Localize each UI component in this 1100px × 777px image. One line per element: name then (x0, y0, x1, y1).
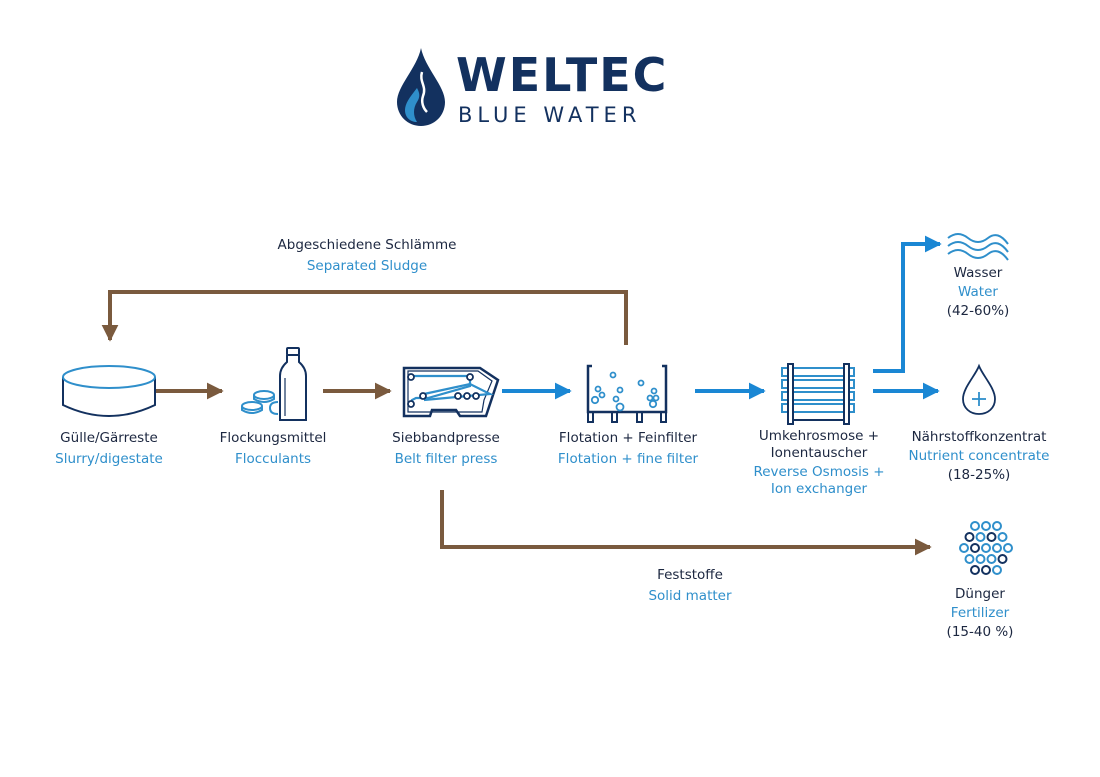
output-nutrient: Nährstoffkonzentrat Nutrient concentrate… (909, 428, 1050, 485)
step-reverse-osmosis: Umkehrosmose + Ionentauscher Reverse Osm… (753, 428, 884, 498)
water-drop-icon (397, 48, 445, 126)
step-belt-press: Siebbandpresse Belt filter press (392, 428, 500, 470)
drop-plus-icon (962, 363, 996, 415)
flow-sludge-label: Abgeschiedene Schlämme Separated Sludge (278, 235, 457, 277)
step-ro-en: Reverse Osmosis + (753, 464, 885, 480)
step-flocculants-de: Flockungsmittel (219, 430, 327, 446)
tank-icon (62, 365, 156, 417)
flow-solids-de: Feststoffe (657, 567, 723, 583)
output-water-en: Water (958, 284, 998, 300)
granules-icon (959, 521, 1013, 575)
step-belt-press-de: Siebbandpresse (392, 430, 500, 446)
step-flotation-en: Flotation + fine filter (557, 451, 699, 467)
flow-arrow-ro-to-water (873, 235, 942, 373)
granule-ring (975, 554, 986, 564)
output-water-share: (42-60%) (946, 303, 1010, 319)
output-water: Wasser Water (42-60%) (947, 264, 1010, 321)
granule-ring (997, 554, 1008, 564)
granule-ring (986, 532, 997, 542)
step-flocculants: Flockungsmittel Flocculants (220, 428, 327, 470)
output-nutrient-share: (18-25%) (947, 467, 1011, 483)
logo-tagline: BLUE WATER (458, 103, 642, 127)
step-ro-de: Umkehrosmose + (758, 428, 880, 444)
step-flotation: Flotation + Feinfilter Flotation + fine … (558, 428, 698, 470)
flow-solids-label: Feststoffe Solid matter (648, 565, 731, 607)
step-ro-en2: Ion exchanger (770, 481, 868, 497)
membrane-module-icon (781, 363, 855, 425)
output-nutrient-de: Nährstoffkonzentrat (911, 429, 1047, 445)
step-slurry-en: Slurry/digestate (55, 451, 163, 467)
water-waves-icon (947, 233, 1009, 261)
granule-ring (970, 521, 980, 531)
flow-solids-en: Solid matter (648, 588, 732, 604)
flotation-tank-icon (586, 364, 668, 423)
granule-ring (986, 554, 997, 564)
granule-ring (970, 543, 980, 553)
granule-ring (964, 532, 975, 542)
step-flocculants-en: Flocculants (234, 451, 312, 467)
output-fertilizer-de: Dünger (955, 586, 1005, 602)
solids-arrow (440, 490, 932, 556)
output-fertilizer-share: (15-40 %) (946, 624, 1014, 640)
step-slurry: Gülle/Gärreste Slurry/digestate (55, 428, 163, 470)
output-fertilizer: Dünger Fertilizer (15-40 %) (947, 585, 1014, 642)
step-belt-press-en: Belt filter press (394, 451, 498, 467)
granule-ring (992, 565, 1002, 575)
granule-ring (992, 543, 1002, 553)
granule-ring (970, 565, 980, 575)
bottle-tablets-icon (241, 347, 307, 421)
sludge-return-arrow (101, 290, 628, 345)
flow-sludge-de: Abgeschiedene Schlämme (277, 237, 457, 253)
output-fertilizer-en: Fertilizer (950, 605, 1010, 621)
granule-ring (975, 532, 986, 542)
step-slurry-de: Gülle/Gärreste (60, 430, 158, 446)
logo-brand: WELTEC (456, 48, 669, 102)
output-nutrient-en: Nutrient concentrate (908, 448, 1050, 464)
output-water-de: Wasser (953, 265, 1003, 281)
flow-sludge-en: Separated Sludge (306, 258, 428, 274)
granule-ring (959, 543, 969, 553)
granule-ring (997, 532, 1008, 542)
step-ro-de2: Ionentauscher (770, 445, 868, 461)
step-flotation-de: Flotation + Feinfilter (558, 430, 698, 446)
granule-ring (981, 565, 991, 575)
belt-filter-press-icon (402, 366, 500, 418)
granule-ring (981, 521, 991, 531)
granule-ring (964, 554, 975, 564)
granule-ring (1003, 543, 1013, 553)
granule-ring (992, 521, 1002, 531)
granule-ring (981, 543, 991, 553)
